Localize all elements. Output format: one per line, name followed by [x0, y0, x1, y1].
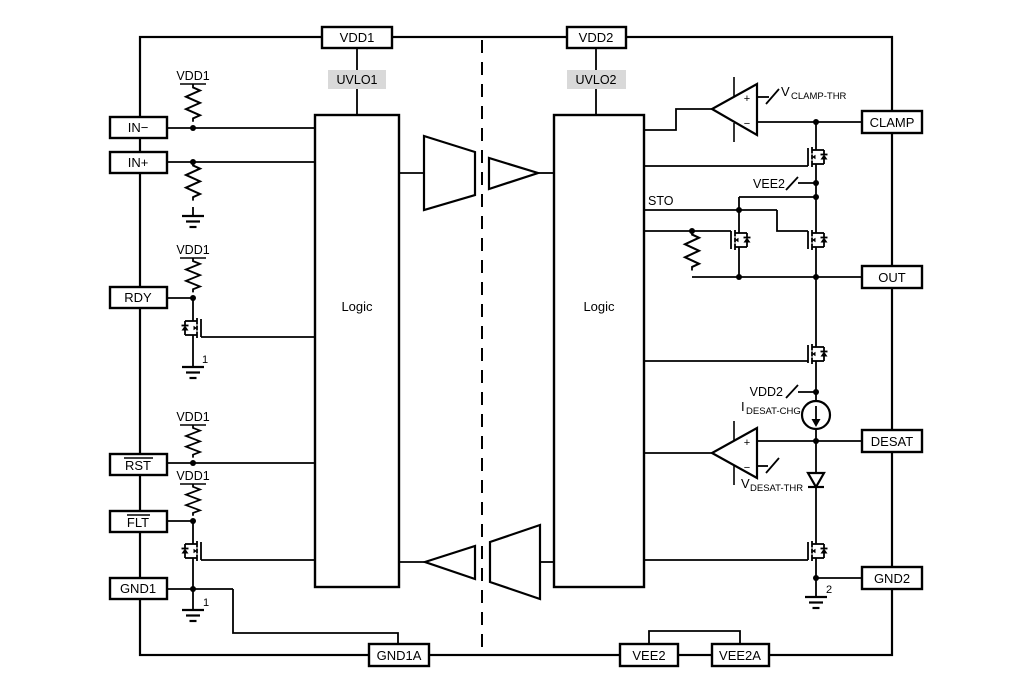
pin-vee2a	[710, 642, 771, 668]
vdd1-tap-label: VDD1	[176, 410, 209, 424]
uvlo2-label: UVLO2	[576, 73, 617, 87]
pins: VDD1 VDD2 IN− IN+ RDY RST FLT GND1 CLAMP…	[108, 25, 924, 668]
pin-gnd2-label: GND2	[874, 571, 910, 586]
desat-comparator: + − V DESAT-THR	[709, 421, 803, 494]
resistor-icon	[185, 424, 201, 459]
uvlo1-block	[328, 70, 386, 89]
tx-driver-top-icon	[422, 134, 477, 212]
clamp-comparator-icon	[709, 82, 759, 137]
diode-icon	[806, 471, 826, 490]
resistor-icon	[184, 82, 202, 123]
pin-rst-label: RST	[125, 458, 151, 473]
resistor-icon	[184, 160, 202, 202]
nmos-output-left-icon	[730, 226, 752, 254]
pin-vdd1	[320, 25, 394, 50]
chip-outline	[138, 35, 894, 657]
pin-clamp-label: CLAMP	[870, 115, 915, 130]
pin-gnd1	[108, 576, 169, 601]
pin-desat-label: DESAT	[871, 434, 913, 449]
resistor-icon	[683, 229, 701, 272]
resistor-icon	[185, 257, 201, 294]
reverse-channel	[399, 523, 554, 601]
pin-vee2a-label: VEE2A	[719, 648, 761, 663]
vdd1-tap-label: VDD1	[176, 469, 209, 483]
vdd1-tap-label: VDD1	[176, 243, 209, 257]
pin-rdy	[108, 285, 169, 310]
vee2-tap-label: VEE2	[753, 177, 785, 191]
sto-label: STO	[648, 194, 674, 208]
pin-gnd2	[860, 565, 924, 591]
pin-in-minus-label: IN−	[128, 120, 149, 135]
clamp-comparator: + − V CLAMP-THR	[644, 77, 847, 142]
tx-driver-bottom-icon	[488, 523, 542, 601]
current-arrow-icon	[811, 419, 821, 427]
ground-icon	[803, 595, 829, 610]
desat-charge-source: VDD2 I DESAT-CHG	[741, 384, 832, 431]
nmos-rdy-icon	[180, 314, 202, 342]
forward-channel	[399, 134, 554, 212]
pin-gnd1a	[367, 642, 431, 668]
nmos-flt-icon	[180, 537, 202, 565]
pin-flt	[108, 509, 169, 534]
ground-icon	[180, 365, 206, 380]
gnd1-ref-number: 1	[202, 354, 208, 366]
pin-in-minus	[108, 115, 169, 140]
junction-dots-left	[190, 125, 196, 592]
pin-vdd2	[565, 25, 628, 50]
pin-vee2	[618, 642, 680, 668]
pin-vdd2-label: VDD2	[579, 30, 614, 45]
i-desat-chg-subscript: DESAT-CHG	[746, 406, 801, 417]
nmos-clamp-icon	[807, 143, 829, 171]
logic2-block	[552, 113, 646, 589]
vdd1-taps: VDD1 VDD1 VDD1 VDD1	[176, 69, 210, 517]
pin-out-label: OUT	[878, 270, 906, 285]
plus-input-label: +	[744, 437, 750, 449]
gnd1-ref-number: 1	[203, 597, 209, 609]
pin-desat	[860, 428, 924, 454]
desat-comparator-icon	[709, 426, 759, 480]
pin-vdd1-label: VDD1	[340, 30, 375, 45]
pin-gnd1a-label: GND1A	[377, 648, 422, 663]
v-desat-thr-label: V	[741, 476, 750, 491]
v-desat-thr-subscript: DESAT-THR	[750, 483, 803, 494]
nmos-desat-discharge-icon	[807, 537, 829, 565]
v-clamp-thr-subscript: CLAMP-THR	[791, 91, 847, 102]
pin-out	[860, 264, 924, 290]
logic1-label: Logic	[341, 299, 373, 314]
v-clamp-thr-label: V	[781, 84, 790, 99]
gnd2-ref-number: 2	[826, 584, 832, 596]
minus-input-label: −	[744, 462, 750, 474]
logic2-label: Logic	[583, 299, 615, 314]
resistor-icon	[185, 483, 201, 517]
vdd1-tap-label: VDD1	[176, 69, 209, 83]
nmos-pulldown-icon	[807, 340, 829, 368]
pin-clamp	[860, 109, 924, 135]
junction-dots-right	[689, 119, 819, 581]
rx-buffer-bottom-icon	[421, 544, 477, 581]
pin-in-plus	[108, 150, 169, 175]
rx-buffer-top-icon	[487, 156, 542, 191]
pin-rdy-label: RDY	[124, 290, 152, 305]
logic1-block	[313, 113, 401, 589]
left-side-wires	[167, 127, 399, 644]
pin-rst	[108, 452, 169, 477]
ground-icon	[180, 214, 206, 229]
pin-gnd1-label: GND1	[120, 581, 156, 596]
right-side-wires	[644, 121, 862, 597]
desat-diode	[806, 471, 826, 490]
pin-vee2-label: VEE2	[632, 648, 665, 663]
pin-in-plus-label: IN+	[128, 155, 149, 170]
i-desat-chg-label: I	[741, 399, 745, 414]
vdd2-tap-label: VDD2	[750, 385, 783, 399]
ground-icon	[180, 608, 206, 623]
uvlo2-block	[567, 70, 626, 89]
pin-flt-label: FLT	[127, 515, 149, 530]
uvlo1-label: UVLO1	[337, 73, 378, 87]
plus-input-label: +	[744, 93, 750, 105]
nmos-output-right-icon	[807, 226, 829, 254]
vee2-tap: VEE2	[753, 176, 799, 191]
vee2-bridge	[648, 630, 741, 644]
minus-input-label: −	[744, 118, 750, 130]
